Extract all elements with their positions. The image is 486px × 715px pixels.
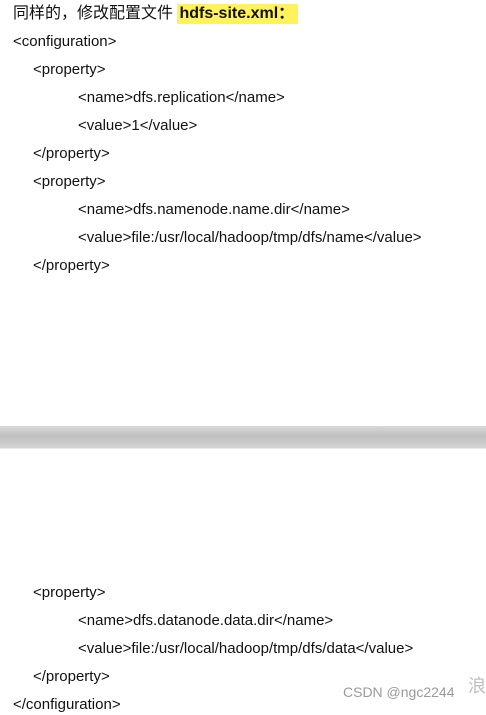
intro-sentence: 同样的，修改配置文件 hdfs-site.xml： (13, 4, 299, 24)
xml-line: </property> (33, 145, 110, 162)
page-break-edge (0, 448, 486, 449)
xml-line: <property> (33, 584, 106, 601)
highlighted-filename: hdfs-site.xml： (177, 4, 299, 24)
xml-line: </property> (33, 257, 110, 274)
xml-line: </property> (33, 668, 110, 685)
xml-line: <name>dfs.replication</name> (78, 89, 285, 106)
xml-line: </configuration> (13, 696, 121, 713)
xml-line: <name>dfs.namenode.name.dir</name> (78, 201, 350, 218)
xml-line: <value>1</value> (78, 117, 198, 134)
xml-line: <value>file:/usr/local/hadoop/tmp/dfs/na… (78, 229, 422, 246)
csdn-watermark: CSDN @ngc2244 (343, 684, 455, 700)
xml-line: <property> (33, 61, 106, 78)
xml-line: <value>file:/usr/local/hadoop/tmp/dfs/da… (78, 640, 414, 657)
xml-line: <name>dfs.datanode.data.dir</name> (78, 612, 334, 629)
xml-line: <configuration> (13, 33, 117, 50)
intro-text: 同样的，修改配置文件 (13, 5, 178, 22)
watermark-cut-glyph: 浪 (468, 676, 486, 696)
xml-line: <property> (33, 173, 106, 190)
page-break-gap (0, 426, 486, 448)
